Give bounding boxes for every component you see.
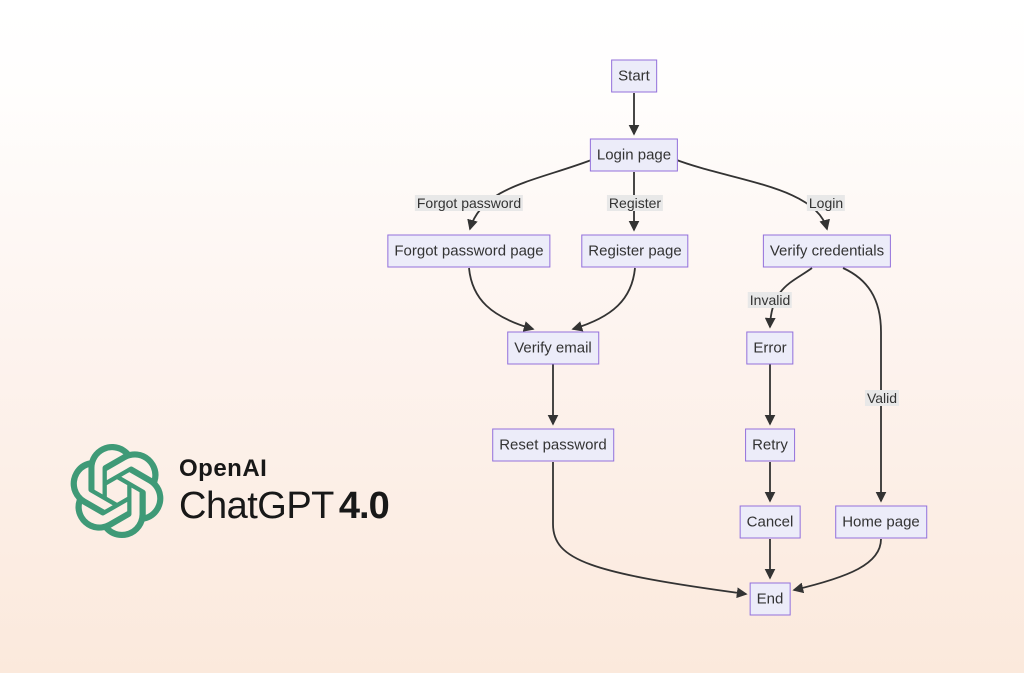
edge-login-page-to-forgot-password-page [467,158,595,231]
brand-name: OpenAI [179,454,268,482]
brand-product: ChatGPT 4.0 [179,484,390,528]
node-reset-password: Reset password [492,428,614,462]
openai-logo-icon [70,443,164,539]
edge-register-page-to-verify-email [571,267,636,332]
edge-label-forgot-password: Forgot password [414,195,524,211]
node-cancel: Cancel [739,505,801,539]
node-register-page: Register page [581,234,689,268]
edge-verify-credentials-to-error [764,267,813,329]
node-start: Start [611,59,657,93]
node-forgot-password-page: Forgot password page [387,234,551,268]
brand-product-name: ChatGPT [179,484,334,527]
node-error: Error [746,331,794,365]
node-end: End [749,582,791,616]
edge-label-valid: Valid [864,390,900,406]
brand-version: 4.0 [338,484,390,527]
edge-login-page-to-verify-credentials [673,158,830,231]
edge-verify-credentials-to-home-page [842,267,887,503]
node-verify-credentials: Verify credentials [762,234,892,268]
brand-text: OpenAI ChatGPT 4.0 [179,454,390,528]
edge-label-register: Register [606,195,664,211]
edge-label-login: Login [806,195,846,211]
node-verify-email: Verify email [507,331,599,365]
node-home-page: Home page [835,505,927,539]
brand-block: OpenAI ChatGPT 4.0 [70,443,390,539]
edge-label-invalid: Invalid [747,292,793,308]
edge-forgot-password-page-to-verify-email [468,267,535,332]
edge-home-page-to-end [792,538,882,594]
node-login-page: Login page [589,138,679,172]
edge-reset-password-to-end [552,462,748,599]
node-retry: Retry [745,428,795,462]
